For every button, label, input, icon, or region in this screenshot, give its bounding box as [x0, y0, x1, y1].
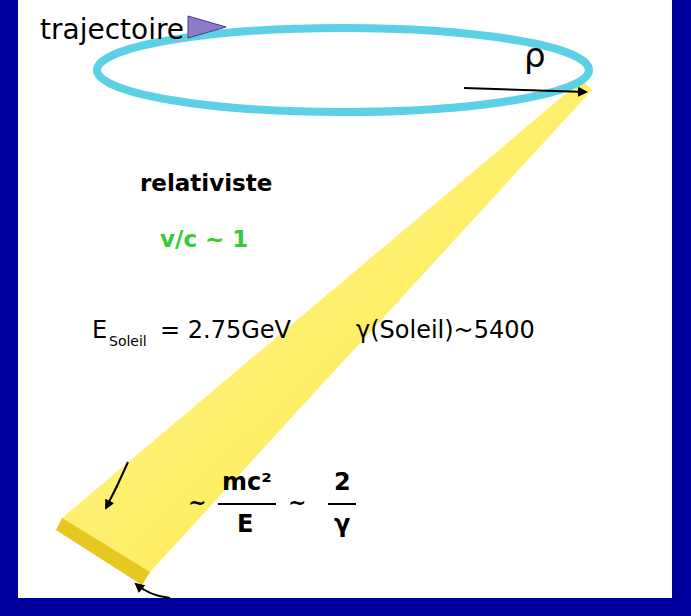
- energy-value: = 2.75GeV: [160, 318, 291, 342]
- angle-pointer: [136, 584, 170, 598]
- denominator: E: [237, 512, 253, 536]
- orbit-label: trajectoire: [40, 16, 184, 44]
- velocity-label: v/c ~ 1: [160, 228, 248, 251]
- regime-label: relativiste: [140, 172, 272, 195]
- approx-sign: ~: [288, 492, 306, 514]
- energy-subscript: Soleil: [109, 334, 147, 348]
- radius-arrow: [464, 88, 586, 92]
- numerator: mc²: [222, 470, 272, 494]
- angle-pointer: [106, 462, 128, 508]
- fraction-bar: [218, 503, 276, 505]
- denominator: γ: [334, 512, 350, 536]
- fraction-bar: [328, 503, 356, 505]
- lorentz-factor: γ(Soleil)~5400: [356, 318, 535, 342]
- light-beam: [56, 80, 592, 585]
- energy-symbol: E: [92, 318, 107, 342]
- direction-arrow: [188, 16, 226, 38]
- beam-edge: [56, 518, 150, 585]
- approx-sign: ~: [188, 492, 206, 514]
- numerator: 2: [334, 470, 351, 494]
- radius-symbol: ρ: [524, 38, 546, 72]
